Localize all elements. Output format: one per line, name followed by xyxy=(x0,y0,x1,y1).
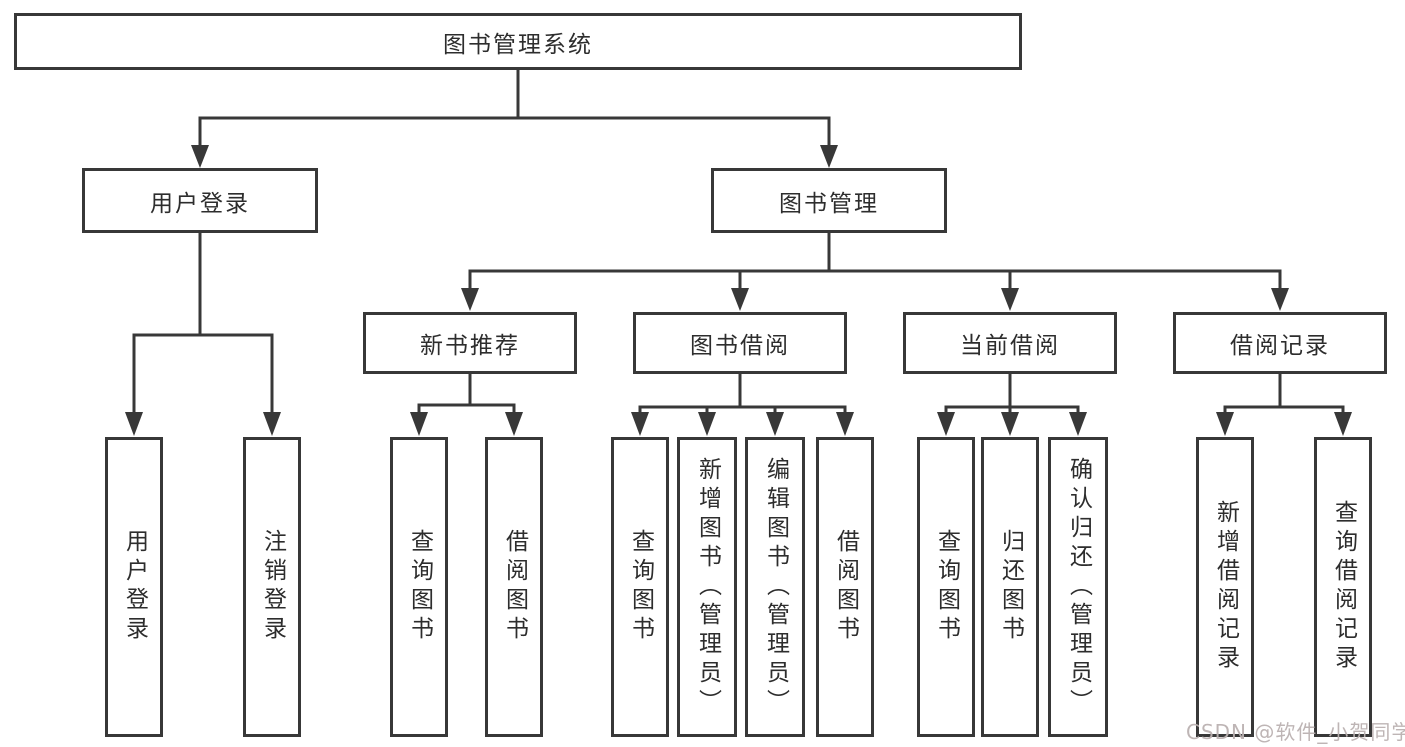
node-new-book-recommend: 新书推荐 xyxy=(363,312,577,374)
node-leaf-confirm-return-admin-label: 确认归还（管理员） xyxy=(1065,456,1092,718)
node-leaf-edit-book-admin: 编辑图书（管理员） xyxy=(745,437,805,737)
node-library-management-system: 图书管理系统 xyxy=(14,13,1022,70)
node-leaf-query-borrow-record: 查询借阅记录 xyxy=(1314,437,1372,737)
node-leaf-recommend-borrow-book: 借阅图书 xyxy=(485,437,543,737)
node-leaf-current-query-book-label: 查询图书 xyxy=(933,529,960,645)
node-leaf-borrow-query-book: 查询图书 xyxy=(611,437,669,737)
node-leaf-add-borrow-record: 新增借阅记录 xyxy=(1196,437,1254,737)
node-leaf-confirm-return-admin: 确认归还（管理员） xyxy=(1048,437,1108,737)
node-leaf-borrow-book: 借阅图书 xyxy=(816,437,874,737)
node-book-management-label: 图书管理 xyxy=(779,190,879,217)
csdn-watermark: CSDN @软件_小贺同学 xyxy=(1186,720,1405,744)
node-new-book-recommend-label: 新书推荐 xyxy=(420,333,520,359)
node-leaf-recommend-borrow-book-label: 借阅图书 xyxy=(501,529,528,645)
node-book-borrow-label: 图书借阅 xyxy=(690,333,790,359)
node-borrow-records: 借阅记录 xyxy=(1173,312,1387,374)
node-library-management-system-label: 图书管理系统 xyxy=(443,31,593,58)
node-user-login: 用户登录 xyxy=(82,168,318,233)
node-leaf-add-book-admin-label: 新增图书（管理员） xyxy=(694,456,721,718)
node-user-login-label: 用户登录 xyxy=(150,190,250,217)
node-leaf-logout: 注销登录 xyxy=(243,437,301,737)
node-leaf-borrow-book-label: 借阅图书 xyxy=(832,529,859,645)
node-leaf-return-book-label: 归还图书 xyxy=(997,529,1024,645)
node-leaf-query-borrow-record-label: 查询借阅记录 xyxy=(1330,500,1357,674)
node-leaf-user-login-label: 用户登录 xyxy=(121,529,148,645)
node-leaf-recommend-query-book-label: 查询图书 xyxy=(406,529,433,645)
node-leaf-add-book-admin: 新增图书（管理员） xyxy=(677,437,737,737)
node-leaf-add-borrow-record-label: 新增借阅记录 xyxy=(1212,500,1239,674)
node-leaf-borrow-query-book-label: 查询图书 xyxy=(627,529,654,645)
node-leaf-logout-label: 注销登录 xyxy=(259,529,286,645)
node-book-management: 图书管理 xyxy=(711,168,947,233)
node-leaf-current-query-book: 查询图书 xyxy=(917,437,975,737)
node-current-borrow: 当前借阅 xyxy=(903,312,1117,374)
node-borrow-records-label: 借阅记录 xyxy=(1230,333,1330,359)
node-book-borrow: 图书借阅 xyxy=(633,312,847,374)
node-leaf-edit-book-admin-label: 编辑图书（管理员） xyxy=(762,456,789,718)
node-current-borrow-label: 当前借阅 xyxy=(960,333,1060,359)
node-leaf-user-login: 用户登录 xyxy=(105,437,163,737)
node-leaf-return-book: 归还图书 xyxy=(981,437,1039,737)
node-leaf-recommend-query-book: 查询图书 xyxy=(390,437,448,737)
